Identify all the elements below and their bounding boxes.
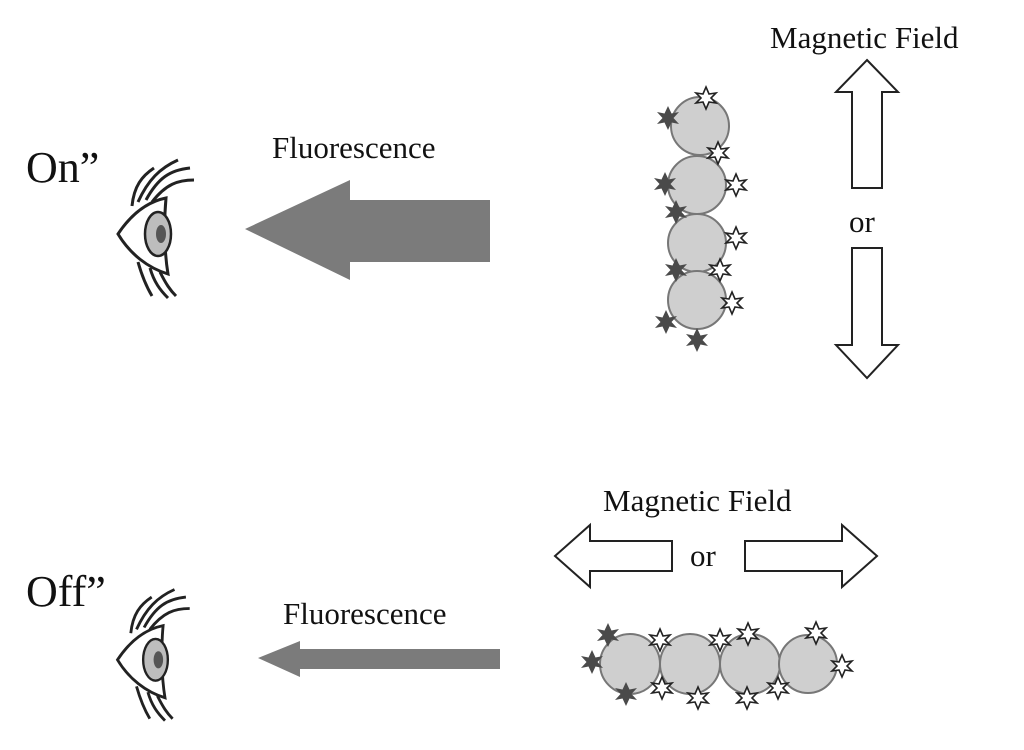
bottom-eye-icon <box>116 588 192 723</box>
on-state-label: On” <box>26 143 100 192</box>
top-or-label: or <box>849 204 875 239</box>
bottom-or-label: or <box>690 538 716 573</box>
top-field-down-arrow <box>833 247 901 380</box>
bottom-fluorescence-label: Fluorescence <box>283 596 447 631</box>
off-state-label: Off” <box>26 567 106 616</box>
top-eye-icon <box>116 158 196 300</box>
top-magnetic-field-label: Magnetic Field <box>770 20 959 55</box>
top-dark-star <box>686 328 708 352</box>
top-particle-chain <box>654 86 747 352</box>
bottom-field-right-arrow <box>744 522 879 590</box>
bottom-particle-chain <box>581 621 853 710</box>
bottom-fluorescence-arrow <box>258 641 500 677</box>
top-light-star <box>725 226 747 250</box>
top-fluorescence-arrow <box>245 180 490 280</box>
top-light-star <box>725 173 747 197</box>
bottom-field-left-arrow <box>553 522 673 590</box>
top-field-up-arrow <box>833 58 901 189</box>
bottom-magnetic-field-label: Magnetic Field <box>603 483 792 518</box>
top-fluorescence-label: Fluorescence <box>272 130 436 165</box>
